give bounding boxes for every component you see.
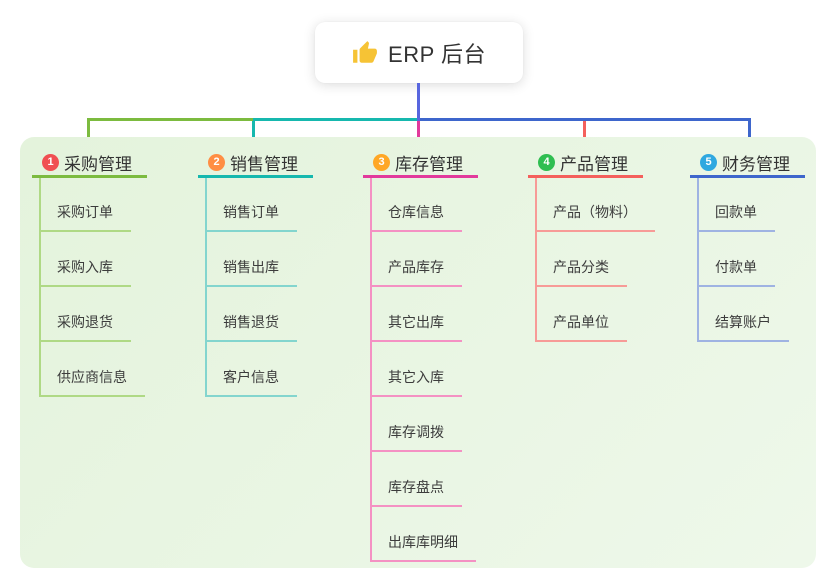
connector-branch-drop bbox=[252, 121, 255, 145]
child-node-label: 结算账户 bbox=[715, 314, 771, 330]
child-node-label: 产品（物料） bbox=[553, 204, 637, 220]
connector-branch-drop bbox=[748, 121, 751, 145]
child-node-label: 仓库信息 bbox=[388, 204, 444, 220]
branch-number-badge: 4 bbox=[538, 153, 555, 171]
child-node[interactable]: 客户信息 bbox=[207, 342, 297, 397]
child-node[interactable]: 采购订单 bbox=[41, 178, 131, 232]
child-node-label: 其它入库 bbox=[388, 369, 444, 385]
child-node-label: 供应商信息 bbox=[57, 369, 127, 385]
branch-header[interactable]: 4 产品管理 bbox=[528, 149, 643, 178]
child-node-label: 出库库明细 bbox=[388, 534, 458, 550]
thumbs-up-icon bbox=[353, 40, 377, 63]
child-node-label: 库存调拨 bbox=[388, 424, 444, 440]
child-node-label: 产品分类 bbox=[553, 259, 609, 275]
child-node-label: 销售订单 bbox=[223, 204, 279, 220]
child-node-label: 采购退货 bbox=[57, 314, 113, 330]
child-node[interactable]: 其它出库 bbox=[372, 287, 462, 342]
child-node-label: 库存盘点 bbox=[388, 479, 444, 495]
branch-header[interactable]: 2 销售管理 bbox=[198, 149, 313, 178]
child-node[interactable]: 出库库明细 bbox=[372, 507, 476, 562]
branch-header[interactable]: 3 库存管理 bbox=[363, 149, 478, 178]
root-title: ERP 后台 bbox=[388, 41, 486, 67]
child-node-label: 回款单 bbox=[715, 204, 757, 220]
child-node-label: 付款单 bbox=[715, 259, 757, 275]
branch-title-label: 财务管理 bbox=[722, 154, 790, 174]
child-node[interactable]: 结算账户 bbox=[699, 287, 789, 342]
child-node-label: 采购入库 bbox=[57, 259, 113, 275]
child-node-label: 产品单位 bbox=[553, 314, 609, 330]
child-node[interactable]: 付款单 bbox=[699, 232, 775, 287]
children-list: 销售订单销售出库销售退货客户信息 bbox=[205, 178, 297, 397]
child-node[interactable]: 库存调拨 bbox=[372, 397, 462, 452]
children-list: 产品（物料） 产品分类产品单位 bbox=[535, 178, 655, 342]
child-node[interactable]: 回款单 bbox=[699, 178, 775, 232]
connector-branch-drop bbox=[417, 121, 420, 145]
branch-header[interactable]: 5 财务管理 bbox=[690, 149, 805, 178]
child-node-label: 其它出库 bbox=[388, 314, 444, 330]
branch-title-label: 销售管理 bbox=[230, 154, 298, 174]
children-list: 仓库信息产品库存其它出库其它入库库存调拨库存盘点出库库明细 bbox=[370, 178, 476, 562]
mindmap-panel: 1 采购管理 采购订单采购入库采购退货供应商信息 2 销售管理 销售订单销售出库… bbox=[20, 137, 816, 568]
child-node-label: 采购订单 bbox=[57, 204, 113, 220]
connector-root-line bbox=[417, 83, 420, 121]
child-node[interactable]: 产品（物料） bbox=[537, 178, 655, 232]
branch-number-badge: 2 bbox=[208, 153, 225, 171]
branch-title-label: 采购管理 bbox=[64, 154, 132, 174]
child-node[interactable]: 采购退货 bbox=[41, 287, 131, 342]
children-list: 回款单付款单结算账户 bbox=[697, 178, 789, 342]
branch-number-badge: 1 bbox=[42, 153, 59, 171]
child-node[interactable]: 仓库信息 bbox=[372, 178, 462, 232]
child-node[interactable]: 产品库存 bbox=[372, 232, 462, 287]
child-node[interactable]: 采购入库 bbox=[41, 232, 131, 287]
connector-bus-mid bbox=[253, 118, 417, 121]
child-node[interactable]: 销售订单 bbox=[207, 178, 297, 232]
root-node[interactable]: ERP 后台 bbox=[315, 22, 523, 83]
connector-branch-drop bbox=[583, 121, 586, 145]
connector-bus-left bbox=[87, 118, 253, 121]
child-node[interactable]: 其它入库 bbox=[372, 342, 462, 397]
children-list: 采购订单采购入库采购退货供应商信息 bbox=[39, 178, 145, 397]
branch-header[interactable]: 1 采购管理 bbox=[32, 149, 147, 178]
connector-bus-right bbox=[420, 118, 751, 121]
child-node[interactable]: 产品分类 bbox=[537, 232, 627, 287]
child-node[interactable]: 产品单位 bbox=[537, 287, 627, 342]
child-node[interactable]: 销售出库 bbox=[207, 232, 297, 287]
connector-branch-drop bbox=[87, 121, 90, 145]
branch-title-label: 产品管理 bbox=[560, 154, 628, 174]
child-node[interactable]: 库存盘点 bbox=[372, 452, 462, 507]
branch-number-badge: 3 bbox=[373, 153, 390, 171]
child-node-label: 销售出库 bbox=[223, 259, 279, 275]
branch-title-label: 库存管理 bbox=[395, 154, 463, 174]
child-node[interactable]: 供应商信息 bbox=[41, 342, 145, 397]
child-node-label: 产品库存 bbox=[388, 259, 444, 275]
child-node-label: 客户信息 bbox=[223, 369, 279, 385]
branch-number-badge: 5 bbox=[700, 153, 717, 171]
child-node-label: 销售退货 bbox=[223, 314, 279, 330]
child-node[interactable]: 销售退货 bbox=[207, 287, 297, 342]
